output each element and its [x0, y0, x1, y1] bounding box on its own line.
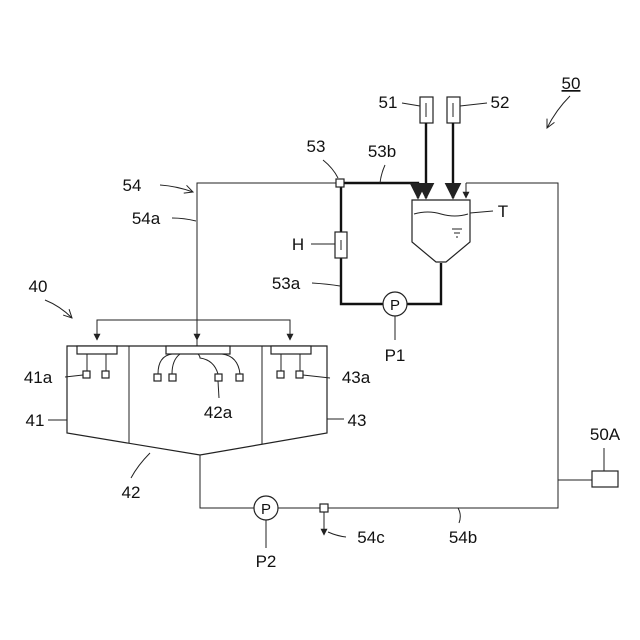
label-section-42: 42 [122, 483, 141, 502]
label-nozzle-41a: 41a [24, 368, 53, 387]
label-pipe-53a: 53a [272, 274, 301, 293]
label-section-41: 41 [26, 411, 45, 430]
label-nozzle-42a: 42a [204, 403, 233, 422]
label-pipe-54b: 54b [449, 528, 477, 547]
pump-p2: P [254, 496, 278, 520]
pump-p1-symbol: P [390, 297, 400, 314]
label-vessel-40: 40 [29, 277, 48, 296]
label-pump-p1: P1 [385, 346, 406, 365]
junction-valve [336, 179, 344, 187]
controller-box [592, 471, 618, 487]
drain-valve-54c [320, 504, 328, 535]
label-junction-53: 53 [307, 137, 326, 156]
label-pipe-54: 54 [123, 176, 142, 195]
pump-p1: P [383, 292, 407, 316]
supply-unit-51 [420, 97, 433, 198]
tank-t [412, 200, 470, 262]
label-nozzle-43a: 43a [342, 368, 371, 387]
label-pipe-53b: 53b [368, 142, 396, 161]
label-system-50: 50 [562, 74, 581, 93]
label-heater-h: H [292, 235, 304, 254]
label-controller-50a: 50A [590, 425, 621, 444]
supply-unit-52 [447, 97, 460, 198]
label-pipe-54a: 54a [132, 209, 161, 228]
label-section-43: 43 [348, 411, 367, 430]
vessel-40 [67, 346, 327, 455]
label-unit-52: 52 [491, 93, 510, 112]
label-pump-p2: P2 [256, 552, 277, 571]
label-unit-51: 51 [379, 93, 398, 112]
pump-p2-symbol: P [261, 501, 271, 518]
label-tank-t: T [498, 202, 508, 221]
distribution-manifold [97, 300, 290, 340]
label-drain-54c: 54c [357, 528, 385, 547]
leader-lines [45, 96, 604, 548]
